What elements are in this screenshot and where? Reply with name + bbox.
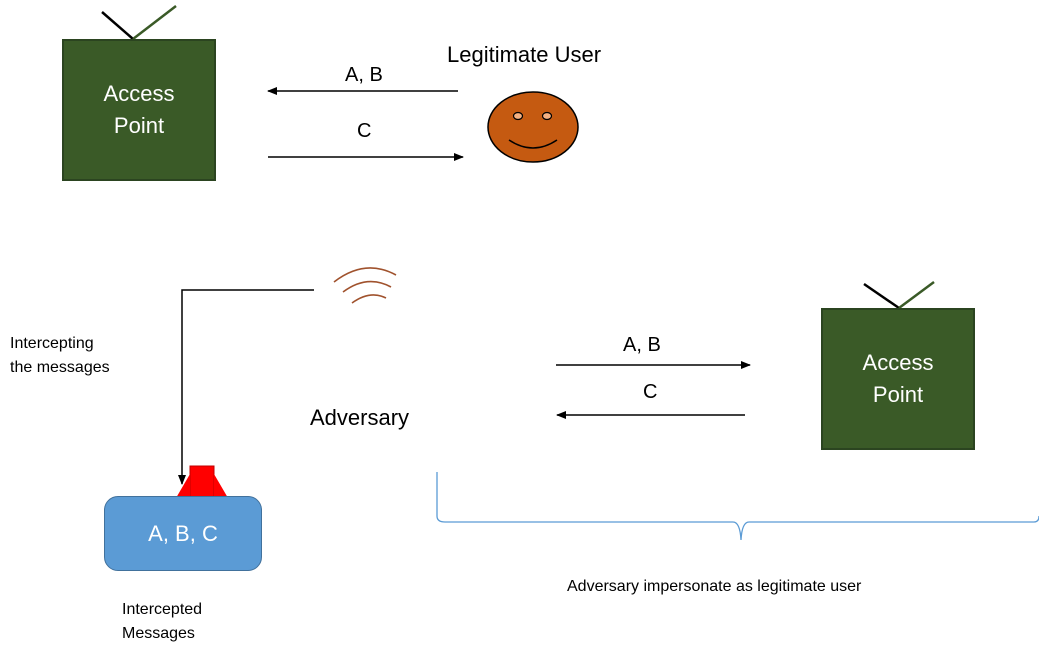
access-point-label-line1: Access	[103, 81, 175, 106]
message-label-ab-top: A, B	[345, 64, 383, 86]
intercepted-messages-caption: Intercepted Messages	[122, 598, 202, 646]
access-point-bottom: Access Point	[821, 308, 975, 450]
message-label-c-top: C	[357, 120, 372, 142]
store-caption-line2: Messages	[122, 625, 195, 642]
intercepting-note: Intercepting the messages	[10, 332, 110, 380]
legitimate-user-label: Legitimate User	[447, 42, 602, 67]
impersonation-caption: Adversary impersonate as legitimate user	[567, 578, 862, 595]
message-label-ab-bottom: A, B	[623, 334, 661, 356]
store-label: A, B, C	[148, 520, 218, 546]
store-caption-line1: Intercepted	[122, 601, 203, 618]
intercepted-messages-store: A, B, C	[104, 496, 262, 571]
interception-line	[178, 289, 314, 485]
access-point-label-line1: Access	[862, 350, 934, 375]
antenna-icon	[101, 5, 177, 40]
intercepting-note-line2: the messages	[10, 359, 110, 376]
user-face-icon	[487, 91, 579, 163]
marker-icon	[176, 465, 228, 499]
antenna-icon	[863, 280, 935, 310]
access-point-top: Access Point	[62, 39, 216, 181]
adversary-label: Adversary	[310, 405, 410, 430]
intercepting-note-line1: Intercepting	[10, 335, 94, 352]
signal-wave-icon	[333, 267, 397, 304]
access-point-label-line2: Point	[872, 382, 924, 407]
impersonation-brace	[436, 472, 1039, 541]
message-label-c-bottom: C	[643, 381, 658, 403]
access-point-label-line2: Point	[113, 113, 165, 138]
